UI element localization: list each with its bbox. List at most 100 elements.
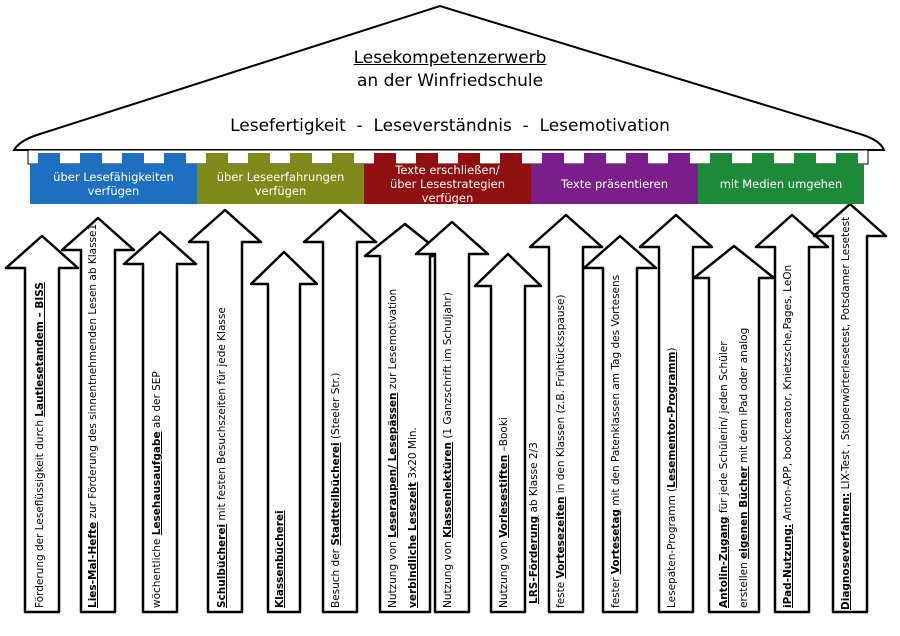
beam-tooth	[542, 153, 564, 164]
roof-beam	[27, 149, 869, 165]
pillar-label: Antolin-Zugang für jede Schülerin/ jeden…	[718, 341, 730, 608]
pillar-label-text: Nutzung von	[387, 537, 399, 608]
pillar-label-emphasis: Klassenlektüren	[442, 442, 454, 538]
beam-tooth	[500, 153, 522, 164]
pillar-label-text: ab der SEP	[151, 371, 163, 432]
pillar-arrow	[249, 250, 319, 614]
pillar-label-text: erstellen	[738, 558, 750, 608]
pillar-arrow	[638, 213, 714, 614]
pillar-label-text: wöchentliche	[151, 535, 163, 608]
beam-tooth	[752, 153, 774, 164]
pillar-label-text: Anton-APP, bookcreator, Knietzsche,Pages…	[782, 264, 794, 524]
beam-tooth	[458, 153, 480, 164]
pillar-label: Nutzung von Klassenlektüren (1 Ganzschri…	[442, 292, 454, 608]
pillar-label-emphasis: Lies-Mal-Hefte	[87, 521, 99, 608]
pillar-label-text: zur Förderung des sinnentnehmenden Lesen…	[87, 223, 99, 522]
pillar-label-text: 3x20 Min.	[407, 427, 419, 483]
beam-tooth	[248, 153, 270, 164]
category-box-red: Texte erschließen/über Lesestrategien ve…	[364, 163, 531, 205]
pillar-label-text: zur Lesemotivation	[387, 288, 399, 393]
diagram-title: Lesekompetenzerwerb	[353, 48, 547, 68]
category-box-green: mit Medien umgehen	[698, 164, 864, 204]
pillar-label-text: Besuch der	[330, 545, 342, 608]
pillar-label-emphasis: Lesementor-Programm	[666, 351, 678, 488]
pillar-arrow	[754, 213, 830, 614]
pillar-arrow	[302, 208, 378, 614]
pillar-arrows	[4, 202, 888, 614]
beam-tooth	[626, 153, 648, 164]
diagram-subtitle: an der Winfriedschule	[356, 71, 544, 91]
pillar-label: iPad-Nutzung: Anton-APP, bookcreator, Kn…	[782, 265, 794, 608]
pillar-label-text: mit festen Besuchszeiten für jede Klasse	[216, 307, 228, 524]
beam-teeth	[38, 153, 858, 164]
pillar-arrow	[363, 222, 447, 614]
pillar-label: Diagnoseverfahren: LIX-Test , Stolperwör…	[840, 217, 852, 610]
pillar-arrow	[60, 216, 136, 614]
beam-tooth	[416, 153, 438, 164]
pillar-label-emphasis: Stadtteilbücherei	[330, 442, 342, 546]
pillar-label: Nutzung von Leseraupen/ Lesepässen zur L…	[387, 289, 399, 608]
pillar-label-text: –Booki	[498, 417, 510, 455]
pillar-label-emphasis: Vortesezeiten	[555, 496, 567, 579]
category-label: über Lesestrategien verfügen	[389, 177, 506, 205]
pillar-label-text: für jede Schülerin/ jeden Schüler	[718, 341, 730, 517]
pillar-label: Klassenbücherei	[274, 510, 286, 608]
pillar-label-text: Lesepaten-Programm (	[666, 487, 678, 608]
pillar-arrow	[473, 252, 543, 614]
category-label: über Lesefähigkeiten	[53, 170, 174, 184]
pillar-label: Förderung der Leseflüssigkeit durch Laut…	[34, 282, 46, 608]
category-label: Texte erschließen/	[395, 163, 500, 177]
pillar-label-emphasis: iPad-Nutzung:	[782, 523, 794, 608]
roof	[12, 4, 886, 151]
pillar-label-emphasis: Antolin-Zugang	[718, 516, 730, 608]
category-label: Texte präsentieren	[560, 177, 669, 191]
beam-tooth	[122, 153, 144, 164]
pillar-arrow	[528, 213, 604, 614]
pillar-label-text: mit dem iPad oder analog	[738, 327, 750, 467]
pillar-arrow	[812, 202, 888, 614]
beam-tooth	[668, 153, 690, 164]
pillar-label-text: Förderung der Leseflüssigkeit durch	[34, 416, 46, 608]
pillar-label-emphasis: Vortesetag	[610, 509, 622, 575]
pillar-label-emphasis: Diagnoseverfahren:	[840, 492, 852, 610]
pillar-label-text: LIX-Test , Stolperwörterlesetest, Potsda…	[840, 216, 852, 493]
pillar-label: feste Vortesezeiten in den Klassen (z.B.…	[555, 294, 567, 608]
beam-tooth	[584, 153, 606, 164]
category-box-purple: Texte präsentieren	[531, 164, 698, 204]
pillar-arrow	[582, 234, 658, 614]
beam-tooth	[836, 153, 858, 164]
beam-tooth	[710, 153, 732, 164]
pillar-label-emphasis: LRS-Förderung	[528, 515, 540, 604]
pillar-label: verbindliche Lesezeit 3x20 Min.	[407, 427, 419, 608]
competence-motto: Lesefertigkeit - Leseverständnis - Lesem…	[230, 116, 670, 136]
pillar-label: Schulbücherei mit festen Besuchszeiten f…	[216, 307, 228, 608]
pillar-label: LRS-Förderung ab Klasse 2/3	[528, 442, 540, 604]
pillar-label-emphasis: Vorlesestiften	[498, 454, 510, 538]
pillar-label: Lesepaten-Programm (Lesementor-Programm)	[666, 348, 678, 609]
pillar-label: erstellen eigenen Bücher mit dem iPad od…	[738, 328, 750, 608]
pillar-label-text: Nutzung von	[442, 537, 454, 608]
pillar-label-emphasis: Lesehausaufgabe	[151, 431, 163, 536]
pillar-label-text: )	[666, 347, 678, 352]
beam-tooth	[38, 153, 60, 164]
beam-tooth	[290, 153, 312, 164]
pillar-label-text: mit den Patenklassen am Tag des Vortesen…	[610, 274, 622, 510]
beam-tooth	[794, 153, 816, 164]
pillar-label-text: ab Klasse 2/3	[528, 442, 540, 516]
pillar-label-text: Nutzung von	[498, 537, 510, 608]
beam-tooth	[332, 153, 354, 164]
category-label: verfügen	[87, 184, 140, 198]
pillar-arrow	[692, 244, 776, 614]
beam-tooth	[80, 153, 102, 164]
pillar-arrow	[4, 234, 80, 614]
beam-tooth	[206, 153, 228, 164]
pillar-label-emphasis: Lautlesetandem – BISS	[34, 282, 46, 417]
category-label: mit Medien umgehen	[719, 177, 843, 191]
pillar-label-emphasis: verbindliche Lesezeit	[407, 482, 419, 608]
pillar-label-text: in den Klassen (z.B. Frühtücksspause)	[555, 294, 567, 497]
pillar-arrow	[122, 230, 198, 614]
pillar-label-text: (1 Ganzschrift im Schuljahr)	[442, 292, 454, 443]
